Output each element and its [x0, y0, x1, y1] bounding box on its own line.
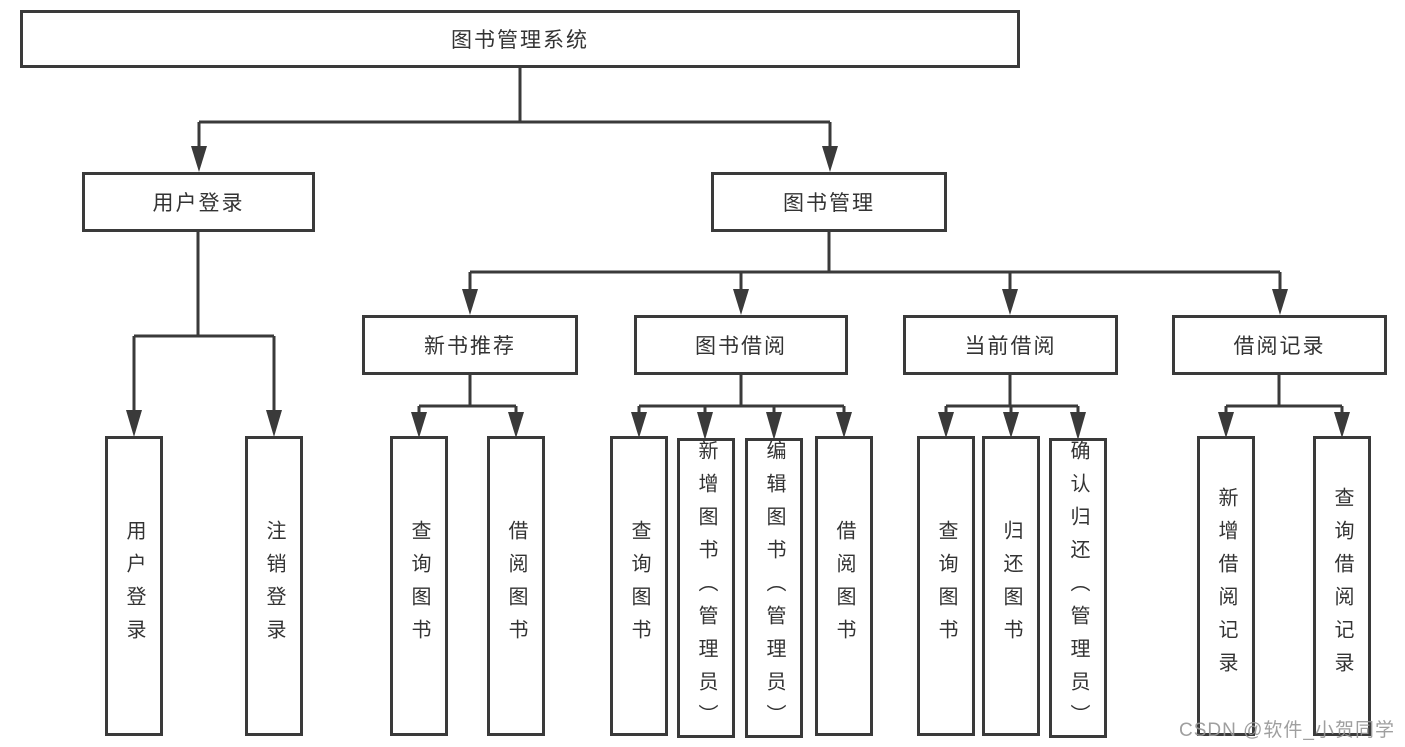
arrowhead-icon	[1002, 289, 1018, 315]
connector-borrowing-leaves	[637, 373, 846, 414]
leaf-label: 新增图书（管理员）	[695, 439, 717, 737]
arrowhead-icon	[822, 146, 838, 172]
arrowhead-icon	[1272, 289, 1288, 315]
node-group-label: 借阅记录	[1233, 335, 1326, 358]
leaf-user-login: 用户登录	[105, 436, 163, 736]
leaf-label: 借阅图书	[833, 520, 855, 652]
leaf-label: 查询图书	[628, 520, 650, 652]
node-group-borrowing-records: 借阅记录	[1172, 315, 1387, 375]
leaf-query-books-current: 查询图书	[917, 436, 975, 736]
leaf-label: 查询图书	[408, 520, 430, 652]
leaf-query-books-recommend: 查询图书	[390, 436, 448, 736]
connector-root-branches	[197, 66, 832, 148]
arrowhead-icon	[631, 412, 647, 438]
arrowhead-icon	[1070, 412, 1086, 440]
leaf-borrow-books-borrowing: 借阅图书	[815, 436, 873, 736]
arrowhead-icon	[1334, 412, 1350, 438]
arrowhead-icon	[1003, 412, 1019, 438]
arrowhead-icon	[508, 412, 524, 438]
node-branch-book-management: 图书管理	[711, 172, 947, 232]
leaf-query-borrow-record: 查询借阅记录	[1313, 436, 1371, 736]
leaf-label: 用户登录	[123, 520, 145, 652]
leaf-edit-books-admin: 编辑图书（管理员）	[745, 438, 803, 738]
arrowhead-icon	[1218, 412, 1234, 438]
connector-records-leaves	[1224, 373, 1344, 414]
node-group-label: 当前借阅	[964, 335, 1057, 358]
arrowhead-icon	[697, 412, 713, 440]
connector-current-leaves	[944, 373, 1080, 414]
node-branch-label: 图书管理	[783, 192, 875, 215]
connector-bookmgmt-groups	[468, 230, 1282, 291]
node-group-current-borrowing: 当前借阅	[903, 315, 1118, 375]
node-group-new-book-recommend: 新书推荐	[362, 315, 578, 375]
node-group-book-borrowing: 图书借阅	[634, 315, 848, 375]
leaf-label: 确认归还（管理员）	[1067, 439, 1089, 737]
leaf-logout-login: 注销登录	[245, 436, 303, 736]
leaf-add-borrow-record: 新增借阅记录	[1197, 436, 1255, 736]
arrowhead-icon	[462, 289, 478, 315]
leaf-return-books: 归还图书	[982, 436, 1040, 736]
arrowhead-icon	[766, 412, 782, 440]
arrowhead-icon	[191, 146, 207, 172]
leaf-label: 归还图书	[1000, 520, 1022, 652]
node-root-label: 图书管理系统	[451, 29, 589, 52]
node-root: 图书管理系统	[20, 10, 1020, 68]
leaf-add-books-admin: 新增图书（管理员）	[677, 438, 735, 738]
leaf-label: 查询图书	[935, 520, 957, 652]
arrowheads	[126, 146, 1350, 440]
leaf-query-books-borrowing: 查询图书	[610, 436, 668, 736]
arrowhead-icon	[733, 289, 749, 315]
connector-userlogin-leaves	[132, 230, 276, 412]
arrowhead-icon	[836, 412, 852, 438]
leaf-label: 借阅图书	[505, 520, 527, 652]
leaf-confirm-return-admin: 确认归还（管理员）	[1049, 438, 1107, 738]
arrowhead-icon	[266, 410, 282, 437]
node-group-label: 图书借阅	[695, 335, 787, 358]
leaf-label: 新增借阅记录	[1215, 487, 1237, 685]
leaf-label: 编辑图书（管理员）	[763, 439, 785, 737]
leaf-borrow-books-recommend: 借阅图书	[487, 436, 545, 736]
node-branch-label: 用户登录	[152, 192, 245, 215]
arrowhead-icon	[411, 412, 427, 438]
arrowhead-icon	[126, 410, 142, 437]
leaf-label: 注销登录	[263, 520, 285, 652]
arrowhead-icon	[938, 412, 954, 438]
connector-recommend-leaves	[417, 373, 518, 414]
node-branch-user-login: 用户登录	[82, 172, 315, 232]
node-group-label: 新书推荐	[424, 335, 516, 358]
leaf-label: 查询借阅记录	[1331, 487, 1353, 685]
